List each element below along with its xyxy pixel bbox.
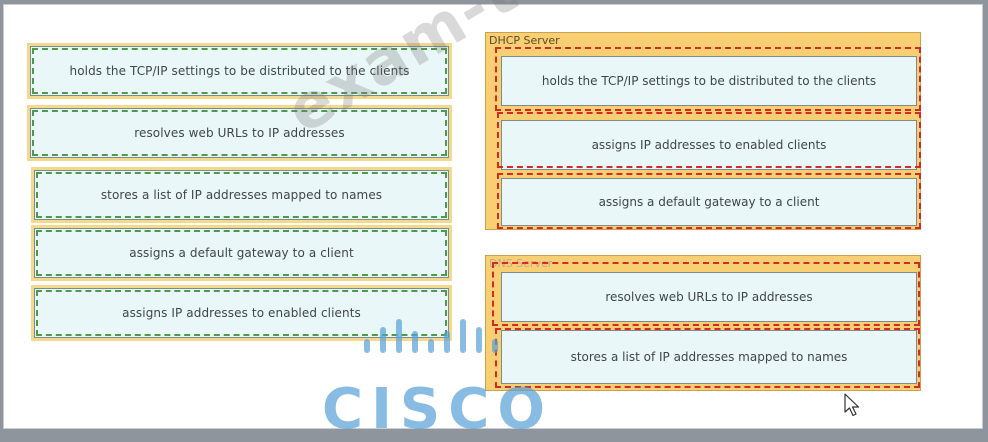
dns-item-stores-list[interactable]: stores a list of IP addresses mapped to … [501, 330, 917, 384]
source-item-resolves-urls[interactable]: resolves web URLs to IP addresses [30, 108, 449, 158]
item-label: stores a list of IP addresses mapped to … [100, 188, 383, 202]
item-label: stores a list of IP addresses mapped to … [570, 350, 848, 364]
mouse-pointer-icon [844, 393, 860, 417]
zone-title: DHCP Server [489, 34, 560, 47]
dhcp-item-tcpip-settings[interactable]: holds the TCP/IP settings to be distribu… [501, 56, 917, 106]
source-item-stores-list[interactable]: stores a list of IP addresses mapped to … [34, 170, 449, 220]
item-label: holds the TCP/IP settings to be distribu… [69, 64, 410, 78]
drag-drop-canvas: holds the TCP/IP settings to be distribu… [3, 0, 983, 442]
item-label: resolves web URLs to IP addresses [134, 126, 345, 140]
item-label: assigns a default gateway to a client [598, 195, 820, 209]
dhcp-server-zone[interactable]: DHCP Server holds the TCP/IP settings to… [485, 32, 921, 230]
source-item-tcpip-settings[interactable]: holds the TCP/IP settings to be distribu… [30, 46, 449, 96]
item-label: holds the TCP/IP settings to be distribu… [541, 74, 877, 88]
dhcp-item-assigns-ip[interactable]: assigns IP addresses to enabled clients [501, 120, 917, 170]
dns-server-zone[interactable]: DNS Server resolves web URLs to IP addre… [485, 255, 921, 391]
item-label: resolves web URLs to IP addresses [605, 290, 813, 304]
item-label: assigns IP addresses to enabled clients [122, 306, 361, 320]
source-item-assigns-ip[interactable]: assigns IP addresses to enabled clients [34, 288, 449, 338]
source-item-default-gateway[interactable]: assigns a default gateway to a client [34, 228, 449, 278]
zone-title: DNS Server [489, 257, 553, 270]
dhcp-item-default-gateway[interactable]: assigns a default gateway to a client [501, 178, 917, 226]
item-label: assigns IP addresses to enabled clients [591, 138, 827, 152]
dns-item-resolves-urls[interactable]: resolves web URLs to IP addresses [501, 272, 917, 322]
item-label: assigns a default gateway to a client [129, 246, 354, 260]
